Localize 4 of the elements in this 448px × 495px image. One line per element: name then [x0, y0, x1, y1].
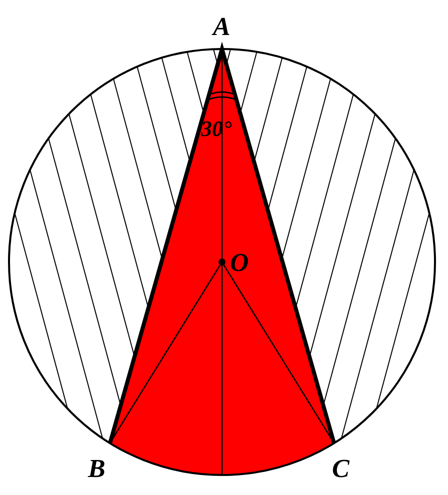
point-label: B	[88, 456, 106, 482]
point-label: C	[332, 456, 350, 482]
point-label: O	[230, 250, 249, 276]
point-label: A	[213, 14, 230, 40]
